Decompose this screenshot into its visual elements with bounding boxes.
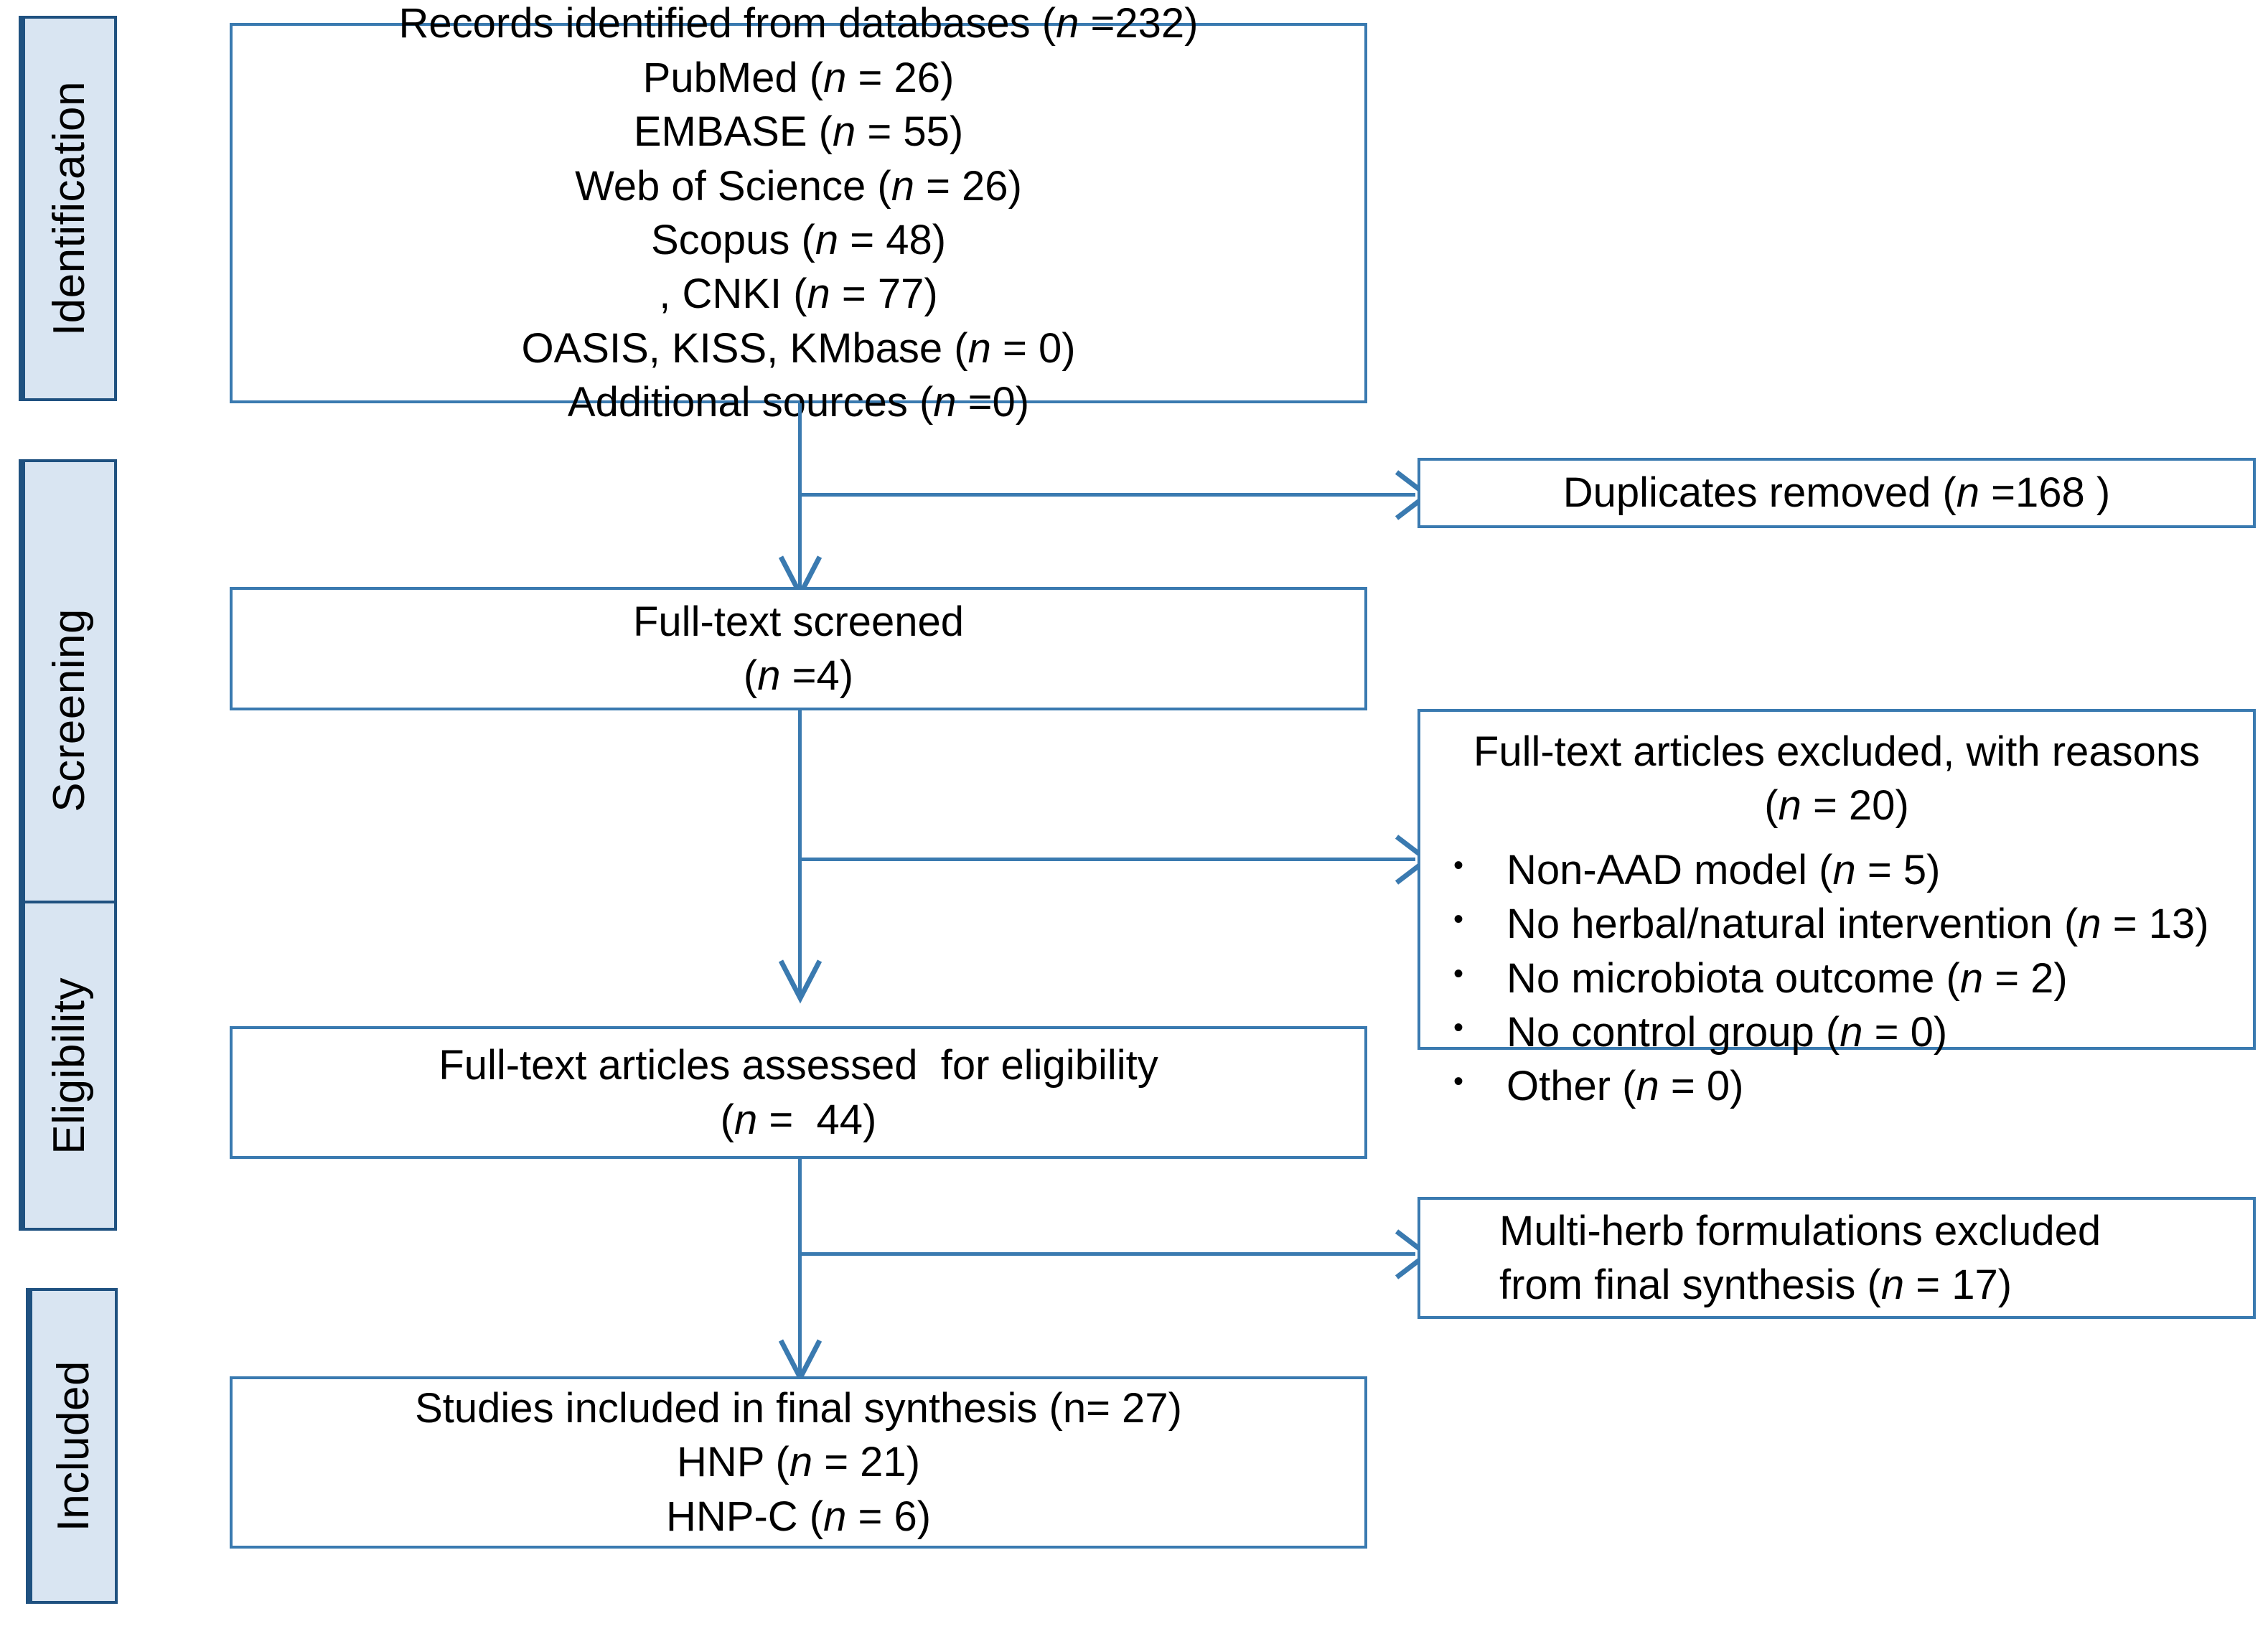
box-duplicates-removed: Duplicates removed (n =168 ) — [1418, 458, 2256, 528]
excluded-reason-list: • Non-AAD model (n = 5) • No herbal/natu… — [1420, 843, 2253, 1114]
stage-included-label: Included — [48, 1360, 98, 1532]
stage-screening: Screening — [19, 459, 117, 962]
connector-identified-to-duplicates — [798, 493, 1415, 497]
stage-eligibility-label: Eligibility — [44, 977, 94, 1155]
excluded-reason-item: • No microbiota outcome (n = 2) — [1453, 952, 2253, 1005]
connector-screened-to-exclusions — [798, 858, 1415, 861]
bullet-icon: • — [1453, 1066, 1464, 1098]
box-studies-included: Studies included in final synthesis (n= … — [230, 1376, 1367, 1549]
records-identified-line-1: Records identified from databases (n =23… — [398, 0, 1199, 47]
records-identified-line-4: Web of Science (n = 26) — [575, 162, 1022, 210]
stage-screening-label: Screening — [44, 609, 94, 812]
bullet-icon: • — [1453, 957, 1464, 990]
multiherb-line-2: from final synthesis (n = 17) — [1499, 1262, 2012, 1308]
arrowhead-to-assessed — [778, 959, 823, 1004]
connector-screened-to-assessed — [798, 710, 802, 997]
records-identified-line-8: Additional sources (n =0) — [567, 379, 1030, 426]
excluded-reason-text: No herbal/natural intervention (n = 13) — [1506, 901, 2209, 948]
connector-assessed-to-included — [798, 1159, 802, 1378]
stage-eligibility: Eligibility — [19, 901, 117, 1231]
excluded-reason-text: No control group (n = 0) — [1506, 1008, 1948, 1056]
excluded-reason-text: Other (n = 0) — [1506, 1063, 1744, 1110]
connector-identified-to-screened — [798, 403, 802, 593]
full-text-screened-line-2: (n =4) — [743, 652, 854, 699]
excluded-heading-line-2: (n = 20) — [1764, 782, 1909, 830]
excluded-reason-text: Non-AAD model (n = 5) — [1506, 846, 1941, 893]
box-full-text-screened: Full-text screened (n =4) — [230, 587, 1367, 710]
records-identified-line-5: Scopus (n = 48) — [650, 217, 947, 263]
bullet-icon: • — [1453, 849, 1464, 881]
records-identified-line-3: EMBASE (n = 55) — [633, 108, 964, 156]
records-identified-line-6: , CNKI (n = 77) — [659, 271, 938, 318]
stage-included: Included — [26, 1288, 118, 1604]
excluded-reason-item: • Non-AAD model (n = 5) — [1453, 843, 2253, 897]
multiherb-line-1: Multi-herb formulations excluded — [1499, 1207, 2101, 1254]
box-excluded-with-reasons: Full-text articles excluded, with reason… — [1418, 709, 2256, 1109]
full-text-screened-line-1: Full-text screened — [633, 598, 964, 645]
duplicates-removed-line-1: Duplicates removed (n =168 ) — [1562, 469, 2111, 517]
assessed-line-1: Full-text articles assessed for eligibil… — [439, 1042, 1158, 1089]
bullet-icon: • — [1453, 1011, 1464, 1043]
stage-identification: Identification — [19, 16, 117, 401]
stage-identification-label: Identification — [44, 80, 94, 337]
records-identified-line-7: OASIS, KISS, KMbase (n = 0) — [521, 324, 1076, 372]
included-line-1: Studies included in final synthesis (n= … — [415, 1384, 1182, 1432]
box-assessed-for-eligibility: Full-text articles assessed for eligibil… — [230, 1026, 1367, 1159]
connector-assessed-to-multiherb — [798, 1252, 1415, 1256]
excluded-reason-item: • Other (n = 0) — [1453, 1059, 2253, 1113]
excluded-reason-text: No microbiota outcome (n = 2) — [1506, 954, 2068, 1002]
bullet-icon: • — [1453, 903, 1464, 936]
excluded-reason-item: • No herbal/natural intervention (n = 13… — [1453, 897, 2253, 951]
assessed-line-2: (n = 44) — [720, 1096, 877, 1143]
box-multiherb-excluded: Multi-herb formulations excluded from fi… — [1418, 1197, 2256, 1319]
excluded-reason-item: • No control group (n = 0) — [1453, 1005, 2253, 1059]
included-line-2: HNP (n = 21) — [676, 1439, 921, 1486]
included-line-3: HNP-C (n = 6) — [665, 1493, 932, 1540]
excluded-heading-line-1: Full-text articles excluded, with reason… — [1473, 728, 2201, 775]
records-identified-line-2: PubMed (n = 26) — [642, 54, 955, 101]
box-records-identified: Records identified from databases (n =23… — [230, 0, 1367, 426]
